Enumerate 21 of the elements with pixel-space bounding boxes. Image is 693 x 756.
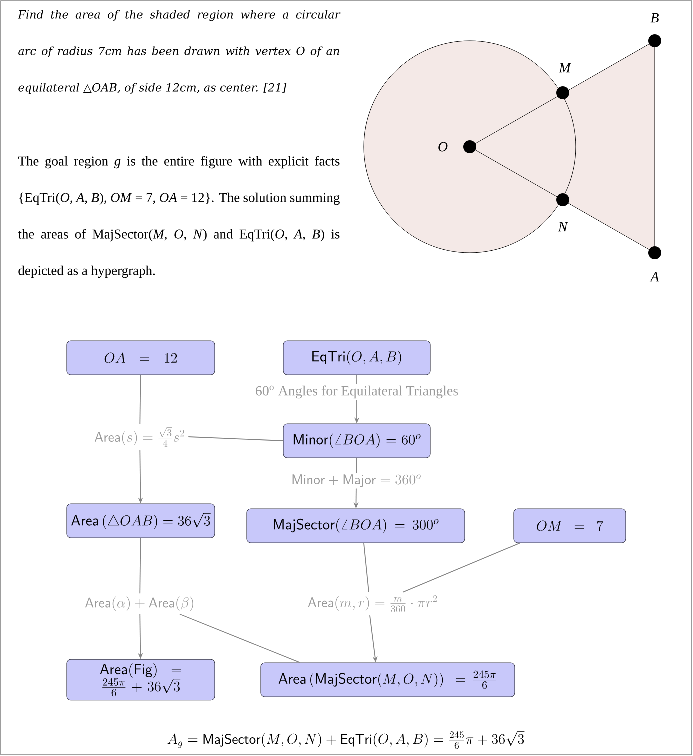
description-text: The goal region g is the entire figure with explicit facts {EqTri(O, A, B), OM = 7, OA = 12}. The solution summing the areas of MajSector(M, O, N) and EqTri(O, A, B) is depicted as a hypergraph.: [18, 156, 340, 278]
point-label: A: [650, 272, 660, 282]
edge-label: $\mathsf{Minor} + \mathsf{Major} = 360^o$: [290, 473, 424, 489]
formula-box: $OA\ =\ 12$: [66, 340, 216, 376]
formula-box: $\mathsf{Area}\,(\mathsf{MajSector}(M,O,N))\ = \frac{245\pi}{6}$: [260, 662, 516, 698]
rule-label: $\mathsf{Area}(m,r) = \frac{m}{360}\cdot \pi r^2$: [308, 595, 438, 613]
rule-label: $\mathsf{Area}(s) = \frac{\sqrt{3}}{4}s^2$: [94, 428, 184, 447]
problem-text: Find the area of the shaded region where a circular arc of radius 7cm has been drawn with vertex O of an equilateral △OAB, of side 12cm, as center. [21]: [18, 10, 341, 94]
result-formula: $A_g = \mathsf{MajSector}(M,O,N) + \mathsf{EqTri}(O,A,B) = \frac{245}{6}\pi + 36\sqrt{3}$: [168, 732, 525, 750]
point-label: O: [438, 142, 448, 152]
point-label: M: [559, 63, 572, 73]
formula-box: $\mathsf{Area}\,(\triangle OAB) = 36\sqrt{3}$: [66, 504, 216, 538]
formula-box: $\mathsf{MajSector}(\angle BOA) = 300^o$: [246, 508, 466, 544]
rule-label: $\mathsf{Area}(\alpha) + \mathsf{Area}(\beta)$: [85, 596, 194, 612]
formula-box: $OM\ =\ 7$: [514, 508, 626, 544]
edge-label: 60$^{o}$ Angles for Equilateral Triangles: [254, 384, 460, 400]
formula-box: $\mathsf{Minor}(\angle BOA) = 60^o$: [283, 424, 431, 458]
point-label: N: [558, 222, 568, 232]
point-label: B: [650, 13, 659, 23]
formula-box: $\mathsf{Area}(\mathsf{Fig})\ = \frac{245\pi}{6} + 36\sqrt{3}$: [66, 659, 216, 701]
formula-box: $\mathsf{EqTri}(O,A,B)$: [283, 340, 431, 376]
